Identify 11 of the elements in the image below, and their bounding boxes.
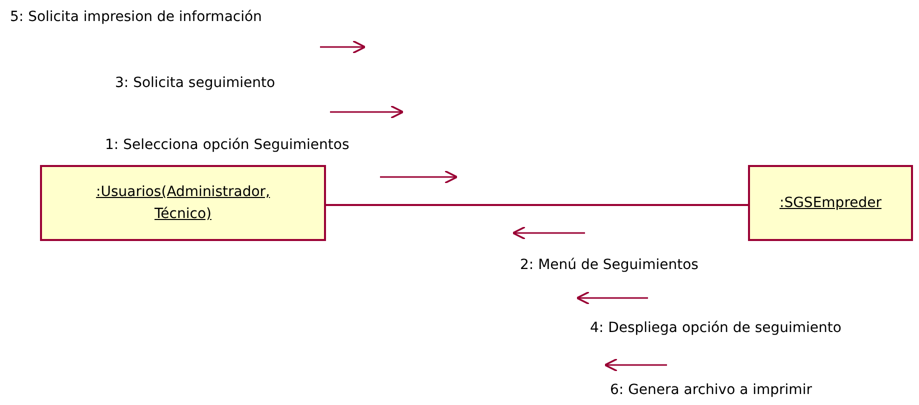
message-label: 4: Despliega opción de seguimiento [590, 320, 842, 336]
message-label: 3: Solicita seguimiento [115, 75, 276, 91]
object-box [40, 165, 326, 241]
object-name: :SGSEmpreder [779, 194, 882, 213]
object-box [748, 165, 913, 241]
message-label: 1: Selecciona opción Seguimientos [105, 137, 350, 153]
object-name: :Usuarios(Administrador, Técnico) [95, 183, 271, 224]
message-label: 5: Solicita impresion de información [10, 9, 262, 25]
message-label: 6: Genera archivo a imprimir [610, 382, 812, 398]
link-line [326, 204, 748, 206]
message-label: 2: Menú de Seguimientos [520, 257, 698, 273]
